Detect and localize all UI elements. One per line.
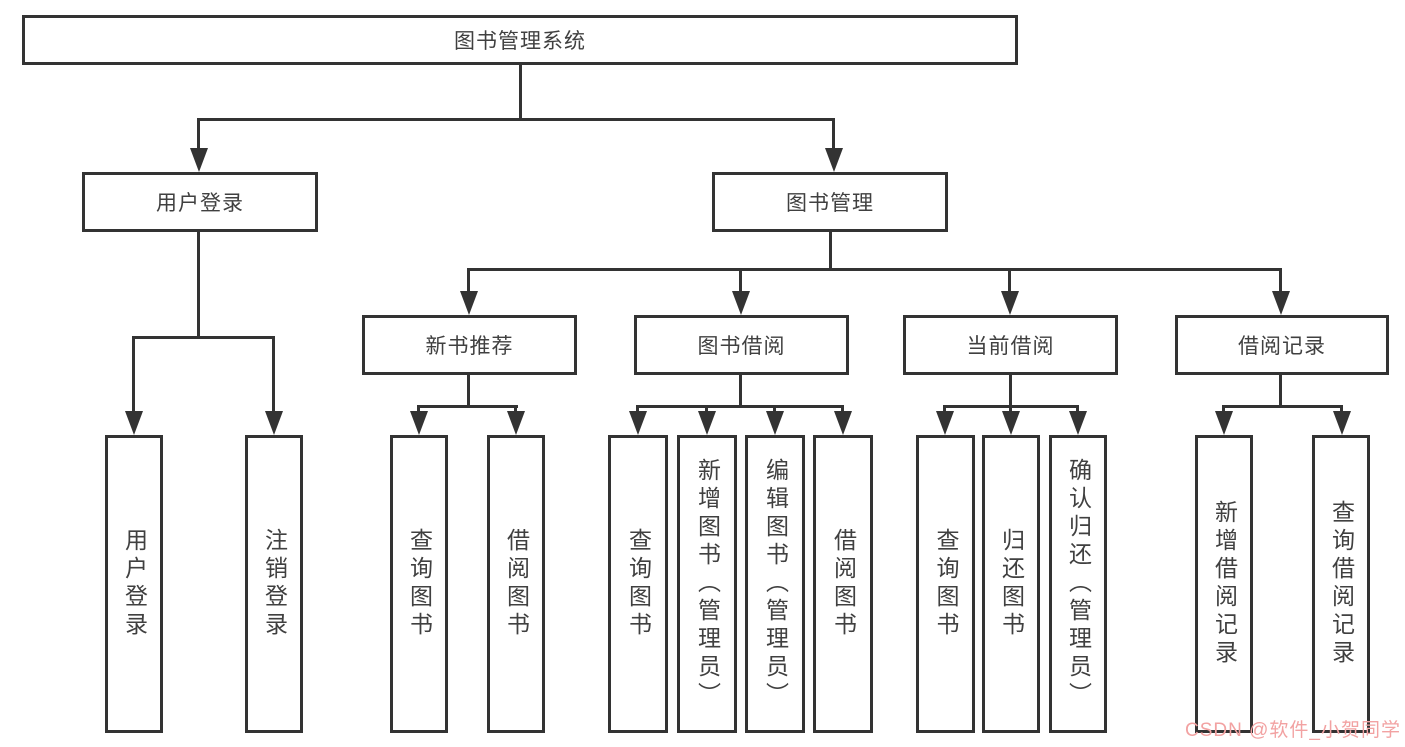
node-root: 图书管理系统: [22, 15, 1018, 65]
leaf-query-borrow-record: 查询借阅记录: [1312, 435, 1370, 733]
connector-line: [197, 118, 835, 121]
arrow-down-icon: [629, 411, 647, 435]
connector-line: [467, 268, 1282, 271]
leaf-user-login: 用户登录: [105, 435, 163, 733]
connector-line: [197, 118, 200, 150]
arrow-down-icon: [732, 291, 750, 315]
leaf-label: 确认归还（管理员）: [1065, 458, 1092, 710]
leaf-label: 查询图书: [406, 528, 433, 640]
connector-line: [132, 336, 135, 414]
arrow-down-icon: [936, 411, 954, 435]
node-book-borrow-label: 图书借阅: [697, 335, 786, 358]
connector-line: [1222, 405, 1343, 408]
connector-line: [841, 405, 844, 415]
connector-line: [1009, 375, 1012, 405]
leaf-newbook-borrow-book: 借阅图书: [487, 435, 545, 733]
arrow-down-icon: [410, 411, 428, 435]
leaf-logout: 注销登录: [245, 435, 303, 733]
connector-line: [1279, 268, 1282, 293]
connector-line: [1008, 268, 1011, 293]
connector-line: [467, 268, 470, 293]
leaf-label: 借阅图书: [503, 528, 530, 640]
node-borrow-record-label: 借阅记录: [1238, 335, 1326, 358]
arrow-down-icon: [460, 291, 478, 315]
connector-line: [636, 405, 844, 408]
connector-line: [1340, 405, 1343, 415]
connector-line: [829, 232, 832, 268]
arrow-down-icon: [698, 411, 716, 435]
leaf-newbook-query-book: 查询图书: [390, 435, 448, 733]
leaf-confirm-return-admin: 确认归还（管理员）: [1049, 435, 1107, 733]
connector-line: [1279, 375, 1282, 405]
arrow-down-icon: [766, 411, 784, 435]
node-user-login: 用户登录: [82, 172, 318, 232]
arrow-down-icon: [190, 148, 208, 172]
leaf-add-borrow-record: 新增借阅记录: [1195, 435, 1253, 733]
leaf-label: 归还图书: [998, 528, 1025, 640]
arrow-down-icon: [1069, 411, 1087, 435]
connector-line: [636, 405, 639, 415]
node-root-label: 图书管理系统: [454, 30, 586, 53]
connector-line: [417, 405, 518, 408]
connector-line: [1009, 405, 1012, 415]
leaf-borrow-query-book: 查询图书: [608, 435, 668, 733]
arrow-down-icon: [1272, 291, 1290, 315]
connector-line: [1222, 405, 1225, 415]
watermark: CSDN @软件_小贺同学: [1185, 720, 1401, 741]
arrow-down-icon: [265, 411, 283, 435]
leaf-label: 注销登录: [261, 528, 288, 640]
arrow-down-icon: [1001, 291, 1019, 315]
node-user-login-label: 用户登录: [156, 192, 244, 215]
node-book-borrow: 图书借阅: [634, 315, 849, 375]
node-current-borrow-label: 当前借阅: [966, 335, 1055, 358]
connector-line: [832, 118, 835, 150]
connector-line: [1076, 405, 1079, 415]
arrow-down-icon: [1333, 411, 1351, 435]
connector-line: [519, 65, 522, 118]
leaf-label: 查询借阅记录: [1328, 500, 1355, 668]
arrow-down-icon: [834, 411, 852, 435]
arrow-down-icon: [125, 411, 143, 435]
leaf-return-book: 归还图书: [982, 435, 1040, 733]
leaf-label: 用户登录: [121, 528, 148, 640]
connector-line: [197, 232, 200, 336]
leaf-current-query-book: 查询图书: [916, 435, 975, 733]
connector-line: [739, 268, 742, 293]
connector-line: [272, 336, 275, 414]
connector-line: [467, 375, 470, 405]
connector-line: [943, 405, 946, 415]
arrow-down-icon: [507, 411, 525, 435]
arrow-down-icon: [1002, 411, 1020, 435]
connector-line: [417, 405, 420, 415]
node-current-borrow: 当前借阅: [903, 315, 1118, 375]
leaf-label: 新增借阅记录: [1211, 500, 1238, 668]
node-borrow-record: 借阅记录: [1175, 315, 1389, 375]
node-book-management-label: 图书管理: [786, 192, 874, 215]
arrow-down-icon: [825, 148, 843, 172]
connector-line: [132, 336, 275, 339]
connector-line: [773, 405, 776, 415]
node-book-management: 图书管理: [712, 172, 948, 232]
leaf-add-book-admin: 新增图书（管理员）: [677, 435, 737, 733]
arrow-down-icon: [1215, 411, 1233, 435]
leaf-label: 借阅图书: [830, 528, 857, 640]
connector-line: [514, 405, 517, 415]
connector-line: [739, 375, 742, 405]
connector-line: [705, 405, 708, 415]
leaf-edit-book-admin: 编辑图书（管理员）: [745, 435, 805, 733]
node-new-book-recommend-label: 新书推荐: [425, 335, 514, 358]
leaf-label: 查询图书: [625, 528, 652, 640]
leaf-label: 查询图书: [933, 528, 959, 640]
node-new-book-recommend: 新书推荐: [362, 315, 577, 375]
leaf-borrow-book: 借阅图书: [813, 435, 873, 733]
leaf-label: 新增图书（管理员）: [694, 458, 721, 710]
leaf-label: 编辑图书（管理员）: [762, 458, 789, 710]
